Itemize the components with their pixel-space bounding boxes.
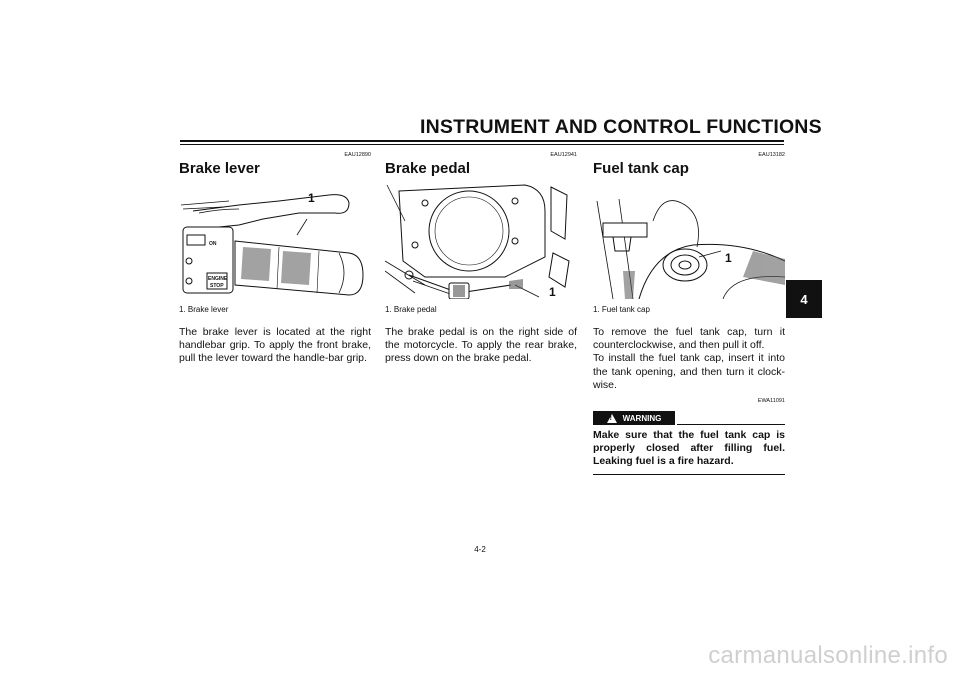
section-brake-lever: EAU12890 Brake lever <box>179 150 371 366</box>
section-brake-pedal: EAU12941 Brake pedal <box>385 150 577 366</box>
section-heading: Brake lever <box>179 160 260 177</box>
page-number: 4-2 <box>474 545 486 554</box>
chapter-tab[interactable]: 4 <box>786 280 822 318</box>
warning-badge: ! WARNING <box>593 411 675 426</box>
header-rule-thin <box>180 144 784 145</box>
callout-number: 1 <box>308 191 315 205</box>
on-label: ON <box>209 241 217 247</box>
section-body: The brake pedal is on the right side of … <box>385 326 577 365</box>
engine-label: ENGINE <box>208 276 228 282</box>
warning-text: Make sure that the fuel tank cap is prop… <box>593 429 785 468</box>
brake-pedal-figure: 1 <box>385 181 577 299</box>
brake-pedal-illustration <box>385 184 570 299</box>
figure-caption: 1. Brake pedal <box>385 305 437 314</box>
warning-triangle-icon: ! <box>606 413 617 423</box>
stop-label: STOP <box>210 283 224 289</box>
warning-end-rule <box>593 473 785 475</box>
warning-code: EWA11091 <box>757 398 785 405</box>
section-code: EAU13182 <box>758 152 785 158</box>
figure-caption: 1. Fuel tank cap <box>593 305 650 314</box>
section-heading: Fuel tank cap <box>593 160 689 177</box>
callout-number: 1 <box>725 251 732 265</box>
warning-header: ! WARNING <box>593 411 785 426</box>
page-header: INSTRUMENT AND CONTROL FUNCTIONS <box>420 116 822 138</box>
fuel-tank-figure: 1 <box>593 181 785 299</box>
section-body: The brake lever is located at the right … <box>179 326 371 365</box>
warning-label: WARNING <box>622 413 662 423</box>
body-paragraph: To install the fuel tank cap, insert it … <box>593 352 785 391</box>
section-code: EAU12941 <box>550 152 577 158</box>
brake-lever-illustration: ON ENGINE STOP <box>180 194 364 296</box>
section-body: To remove the fuel tank cap, turn it cou… <box>593 326 785 392</box>
callout-number: 1 <box>549 285 556 299</box>
brake-lever-figure: ON ENGINE STOP 1 <box>179 181 371 299</box>
body-paragraph: To remove the fuel tank cap, turn it cou… <box>593 326 785 352</box>
warning-rule <box>677 424 785 426</box>
section-code: EAU12890 <box>344 152 371 158</box>
watermark[interactable]: carmanualsonline.info <box>708 642 948 669</box>
fuel-tank-illustration <box>596 198 785 299</box>
figure-caption: 1. Brake lever <box>179 305 229 314</box>
header-rule <box>180 140 784 142</box>
section-heading: Brake pedal <box>385 160 471 177</box>
section-fuel-tank-cap: EAU13182 Fuel tank cap <box>593 150 785 475</box>
